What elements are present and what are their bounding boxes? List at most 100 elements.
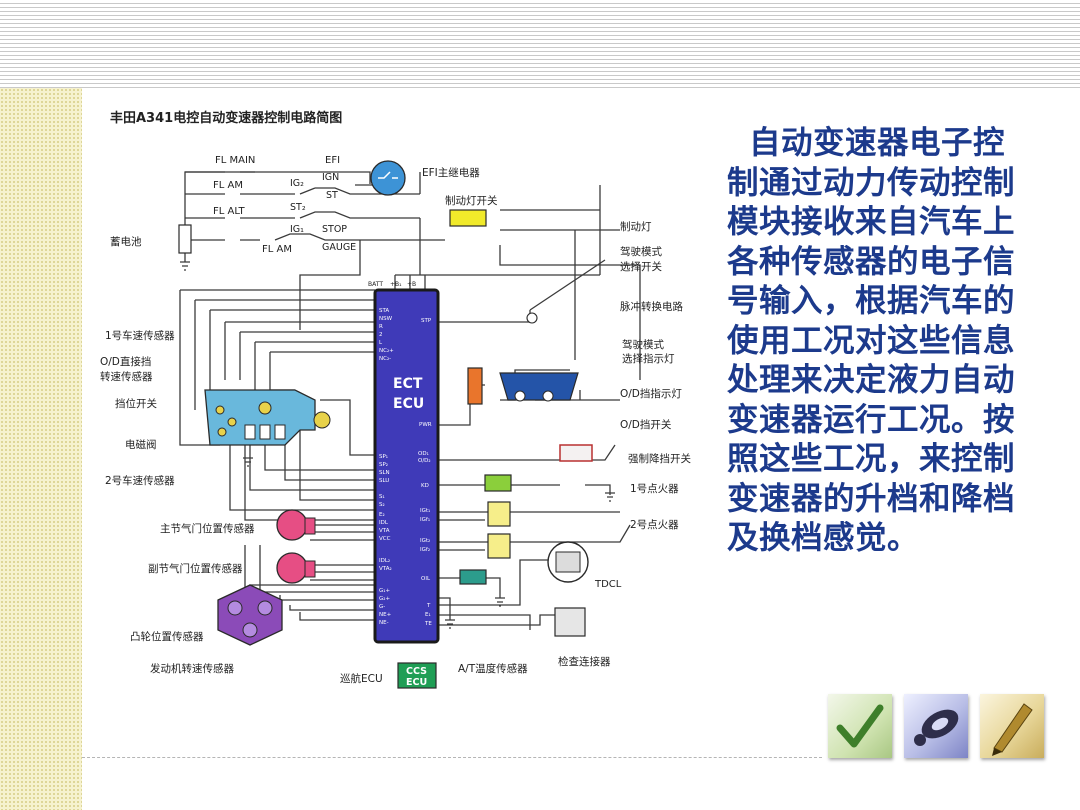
pin-nem: NE-: [379, 620, 389, 626]
efi-relay-icon: [370, 160, 406, 196]
label-fl-alt: FL ALT: [213, 206, 246, 217]
label-drive-mode-switch-2: 选择开关: [620, 260, 662, 273]
mode-switch-icon: [467, 367, 483, 405]
pin-odl: OD₁: [418, 451, 429, 457]
left-decor-panel: [0, 88, 82, 810]
label-drive-mode-switch-1: 驾驶模式: [620, 245, 662, 258]
pin-igf2: IGf₂: [420, 547, 430, 553]
ccs-ecu-block: [397, 662, 437, 689]
pin-igf: IGf₁: [420, 517, 430, 523]
cam-sensor-icon: [217, 584, 283, 646]
pin-e2: E₂: [379, 512, 385, 518]
label-fl-am-2: FL AM: [262, 244, 292, 255]
label-cruise-ecu: 巡航ECU: [340, 672, 383, 685]
label-speed-sensor-1: 1号车速传感器: [105, 329, 175, 342]
pin-sp2: SP₂: [379, 462, 388, 468]
diagram-title: 丰田A341电控自动变速器控制电路简图: [110, 110, 342, 126]
slide-body-text: 自动变速器电子控制通过动力传动控制模块接收来自汽车上各种传感器的电子信号输入，根…: [727, 125, 1016, 556]
label-range-switch: 挡位开关: [115, 397, 157, 410]
pin-gm: G-: [379, 604, 385, 610]
label-st2: ST₂: [290, 202, 306, 213]
label-brake-switch: 制动灯开关: [445, 194, 498, 207]
diagram-labels: 丰田A341电控自动变速器控制电路简图 FL MAIN EFI EFI主继电器 …: [100, 110, 691, 685]
mode-indicator-icon: [499, 372, 579, 401]
power-pin-labels: BATT +B₁ +B: [368, 281, 416, 288]
pin-igt2: IGt₂: [420, 538, 430, 544]
label-pulse-converter: 脉冲转换电路: [620, 300, 683, 313]
thumbnail-ring: [904, 694, 968, 758]
label-efi: EFI: [325, 155, 340, 166]
sub-tps-icon: [276, 552, 308, 584]
label-sub-tps: 副节气门位置传感器: [148, 562, 243, 575]
label-ign: IGN: [322, 172, 339, 183]
ecu-label-1: ECT: [393, 376, 423, 392]
ecu-label-2: ECU: [393, 396, 424, 412]
pin-g2: G₂+: [379, 596, 390, 602]
label-main-tps: 主节气门位置传感器: [160, 522, 255, 535]
ect-ecu-block: [373, 288, 440, 644]
label-brake-lamp: 制动灯: [620, 220, 652, 233]
pin-idl: IDL: [379, 520, 389, 526]
label-efi-relay: EFI主继电器: [422, 166, 480, 179]
pin-nsw: NSW: [379, 316, 393, 322]
pin-vta: VTA: [379, 528, 390, 534]
pin-ne: NE+: [379, 612, 392, 618]
label-od-lamp: O/D挡指示灯: [620, 387, 682, 400]
ring-icon: [914, 709, 959, 746]
label-at-temp-sensor: A/T温度传感器: [458, 662, 528, 675]
ecu-labels: ECT ECU CCS ECU STA NSW R 2 L NC₂+ NC₂- …: [379, 308, 432, 688]
pin-igt: IGt₁: [420, 508, 430, 514]
kickdown-switch-icon: [559, 444, 593, 462]
pin-r: R: [379, 324, 383, 330]
label-igniter-1: 1号点火器: [630, 483, 679, 495]
label-fl-am-1: FL AM: [213, 180, 243, 191]
label-ig1: IG₁: [290, 224, 304, 235]
label-cam-sensor: 凸轮位置传感器: [130, 630, 204, 643]
pin-2: 2: [379, 332, 383, 338]
label-stop: STOP: [322, 224, 347, 235]
thumbnail-check: [828, 694, 892, 758]
check-connector-icon: [554, 607, 586, 637]
label-mode-indicator-1: 驾驶模式: [622, 338, 664, 351]
bottom-divider: [82, 757, 822, 758]
pin-od2: O/D₂: [418, 458, 431, 464]
pin-sta: STA: [379, 308, 389, 314]
label-igniter-2: 2号点火器: [630, 519, 679, 531]
label-mode-indicator-2: 选择指示灯: [622, 352, 675, 365]
label-fl-main: FL MAIN: [215, 155, 255, 166]
label-check-connector: 检查连接器: [558, 655, 611, 668]
ccs-label-2: ECU: [406, 677, 427, 688]
brake-switch-icon: [449, 209, 487, 227]
header-stripes: [0, 0, 1080, 88]
pin-oil: OIL: [421, 576, 431, 582]
label-st: ST: [326, 190, 338, 201]
label-engine-speed-sensor: 发动机转速传感器: [150, 662, 234, 675]
at-temp-sensor-icon: [459, 569, 487, 585]
od-switch-icon: [484, 474, 512, 492]
igniter-1-icon: [487, 501, 511, 527]
pulse-converter-icon: [526, 312, 538, 324]
pin-idl2: IDL₂: [379, 558, 390, 564]
label-od-sensor-2: 转速传感器: [100, 370, 153, 383]
circuit-diagram: 丰田A341电控自动变速器控制电路简图 FL MAIN EFI EFI主继电器 …: [100, 110, 691, 689]
ground-symbols: [180, 261, 615, 629]
pin-l: L: [379, 340, 383, 346]
label-tdcl: TDCL: [594, 579, 622, 590]
label-battery: 蓄电池: [110, 235, 142, 248]
pin-vcc: VCC: [379, 536, 391, 542]
pin-vta2: VTA₂: [379, 566, 392, 572]
label-gauge: GAUGE: [322, 242, 356, 253]
pin-stp: STP: [421, 318, 432, 324]
pin-nc2m: NC₂-: [379, 356, 391, 362]
label-speed-sensor-2: 2号车速传感器: [105, 474, 175, 487]
pin-b: +B: [407, 281, 416, 288]
pin-te: TE: [424, 621, 432, 627]
pin-nc2p: NC₂+: [379, 348, 394, 354]
pin-sln: SLN: [379, 470, 390, 476]
pin-g1: G₁+: [379, 588, 390, 594]
pin-pwr: PWR: [419, 422, 432, 428]
check-mark-icon: [836, 704, 884, 748]
pin-t: T: [426, 603, 431, 609]
pin-b1: +B₁: [390, 281, 402, 288]
ccs-label-1: CCS: [406, 666, 427, 677]
